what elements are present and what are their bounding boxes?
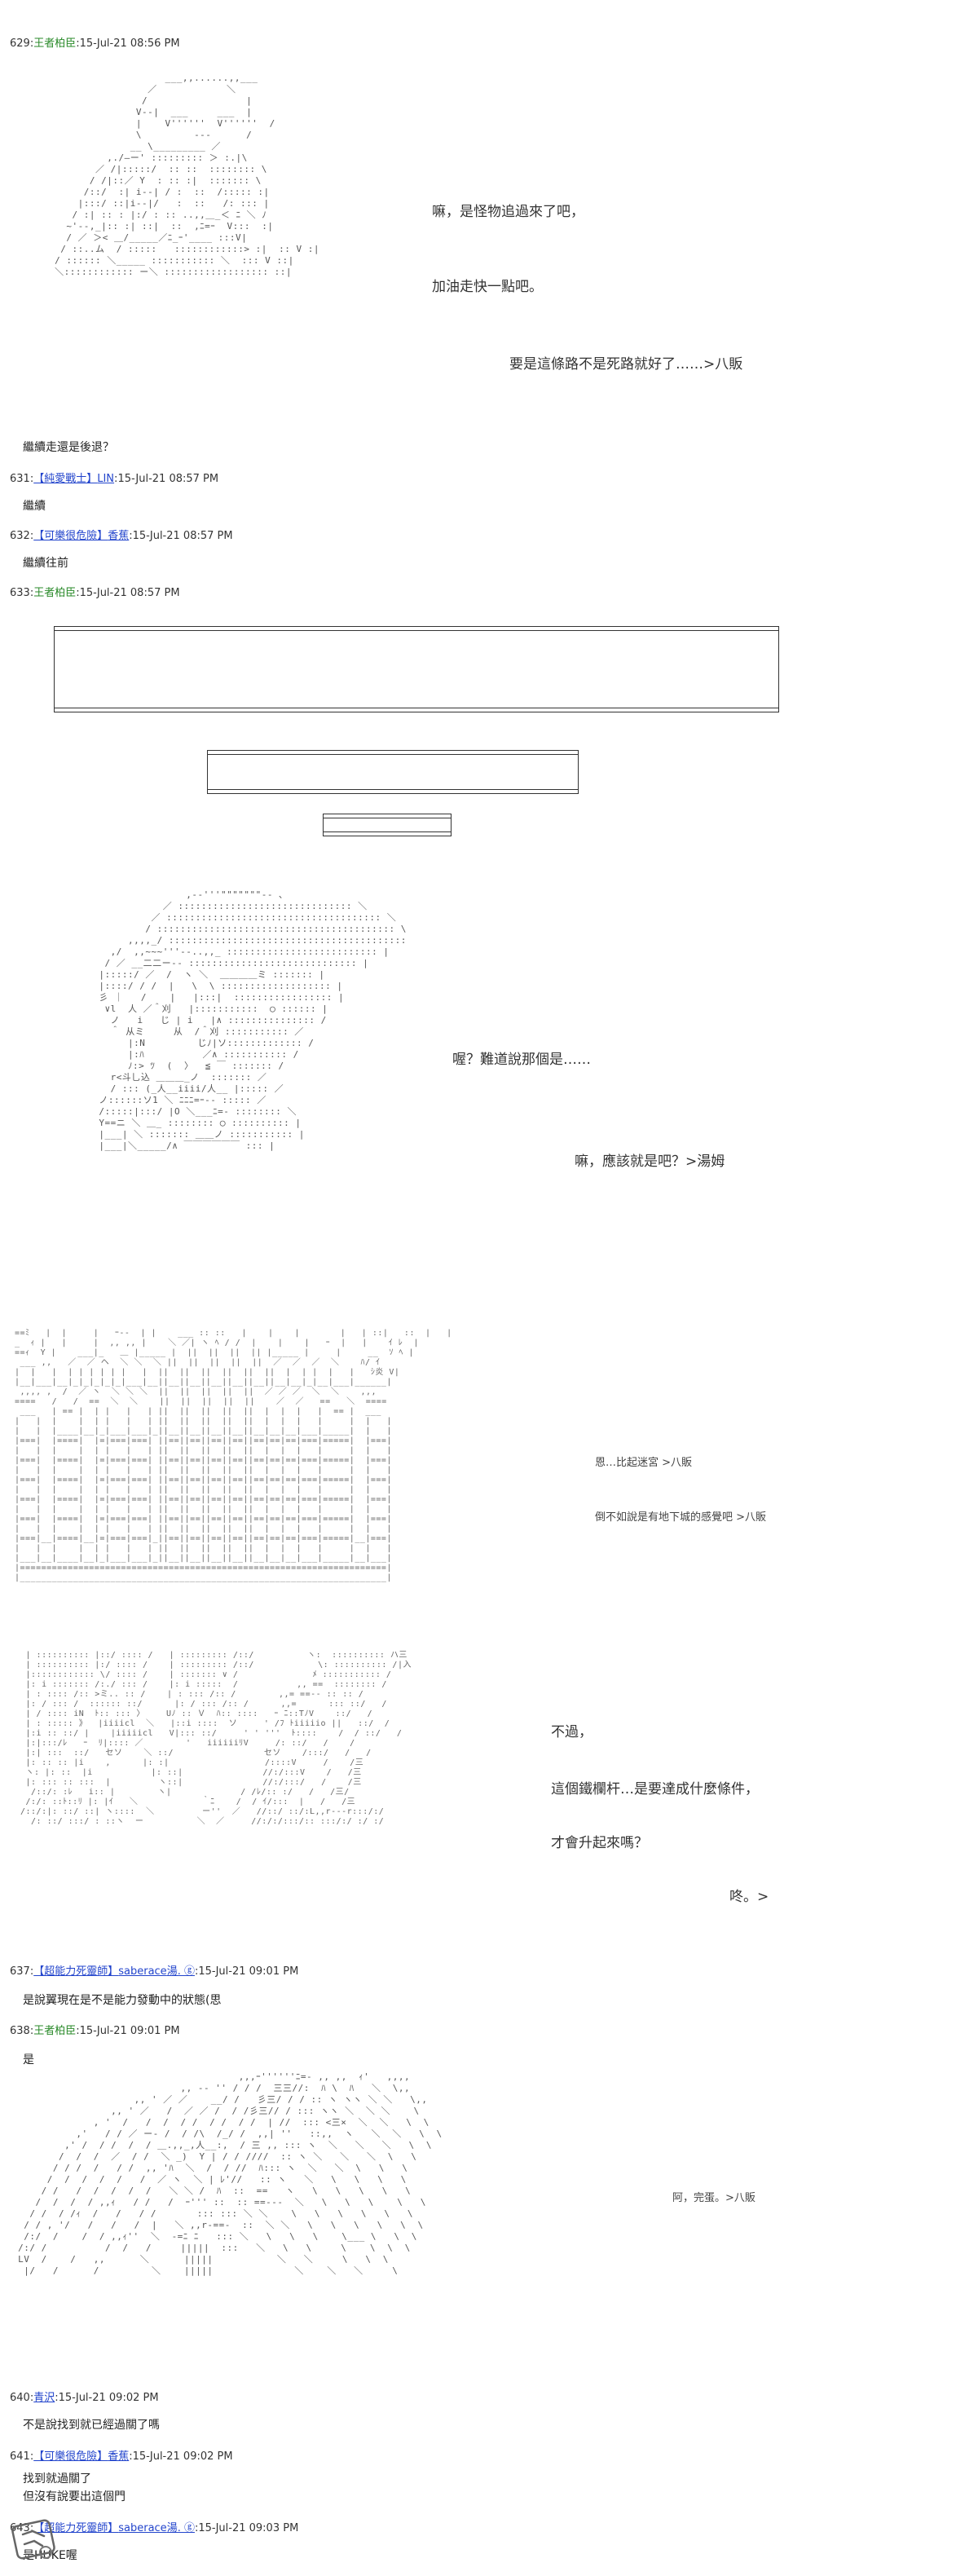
dialogue-line: 恩…比起迷宮 >八販 — [595, 1457, 693, 1469]
post-date: 15-Jul-21 09:02 PM — [58, 2392, 159, 2404]
post-header-643: 643:【超能力死靈師】saberace湯. ⓖ:15-Jul-21 09:03… — [10, 2522, 299, 2534]
dialogue-line: 阿，完蛋。>八販 — [672, 2192, 756, 2204]
dialogue-line: 才會升起來嗎？ — [551, 1835, 648, 1851]
post-number: 629 — [10, 37, 30, 50]
post-number: 632 — [10, 530, 30, 542]
dialogue-line: 要是這條路不是死路就好了……>八販 — [509, 356, 743, 373]
poster-name[interactable]: 王者柏臣 — [33, 37, 77, 50]
poster-name[interactable]: 王者柏臣 — [33, 2025, 77, 2037]
post-number: 640 — [10, 2392, 30, 2404]
post-header-637: 637:【超能力死靈師】saberace湯. ⓖ:15-Jul-21 09:01… — [10, 1965, 299, 1978]
poster-extra[interactable]: 湯. ⓖ — [166, 1965, 195, 1978]
ascii-art-character-in-shadow: ,-‐'''"""""""‐- ､ ／ ::::::::::::::::::::… — [99, 889, 407, 1151]
dialogue-line: 嘛，是怪物追過來了吧， — [432, 204, 584, 220]
poster-tag[interactable]: 【純愛戰士】 — [33, 473, 98, 485]
post-number: 633 — [10, 587, 30, 599]
poster-tag[interactable]: 【超能力死靈師】 — [33, 1965, 119, 1978]
manga-site-logo-icon — [8, 2515, 59, 2565]
dialogue-line: 喔？難道說那個是…… — [452, 1052, 591, 1068]
post-number: 641 — [10, 2450, 30, 2463]
ascii-art-monster-lunge: ,,,ｰ''''''ﾆ=- ,, ,, ｨ' ,,,, ,, -‐ '' / /… — [18, 2071, 443, 2276]
post-date: 15-Jul-21 09:01 PM — [198, 1965, 299, 1978]
post-date: 15-Jul-21 08:57 PM — [117, 473, 219, 485]
reply-text: 不是說找到就已經過關了嗎 — [23, 2419, 160, 2432]
poster-tag[interactable]: 【可樂很危險】 — [33, 530, 108, 542]
poster-tag[interactable]: 【可樂很危險】 — [33, 2450, 108, 2463]
dialogue-line: 咚。> — [729, 1889, 769, 1905]
post-date: 15-Jul-21 08:56 PM — [79, 37, 180, 50]
poster-name[interactable]: saberace — [118, 2522, 167, 2534]
post-number: 631 — [10, 473, 30, 485]
reply-text: 但沒有說要出這個門 — [23, 2490, 126, 2503]
empty-text-box-medium — [207, 750, 579, 794]
post-number: 637 — [10, 1965, 30, 1978]
reply-text: 繼續走還是後退？ — [23, 441, 114, 454]
post-date: 15-Jul-21 09:01 PM — [79, 2025, 180, 2037]
reply-text: 是說翼現在是不是能力發動中的狀態(思 — [23, 1994, 222, 2007]
post-number: 638 — [10, 2025, 30, 2037]
ascii-art-two-characters-split: | :::::::::: |::/ :::: / | ::::::::: /::… — [20, 1651, 412, 1826]
post-date: 15-Jul-21 08:57 PM — [132, 530, 233, 542]
post-header-638: 638:王者柏臣:15-Jul-21 09:01 PM — [10, 2025, 180, 2037]
poster-tag[interactable]: 【超能力死靈師】 — [33, 2522, 119, 2534]
poster-name[interactable]: 香蕉 — [108, 530, 130, 542]
poster-name[interactable]: 王者柏臣 — [33, 587, 77, 599]
dialogue-line: 倒不如說是有地下城的感覺吧 >八販 — [595, 1511, 767, 1524]
post-header-632: 632:【可樂很危險】香蕉:15-Jul-21 08:57 PM — [10, 530, 233, 542]
post-date: 15-Jul-21 09:03 PM — [198, 2522, 299, 2534]
post-header-631: 631:【純愛戰士】LIN:15-Jul-21 08:57 PM — [10, 473, 219, 485]
post-header-641: 641:【可樂很危險】香蕉:15-Jul-21 09:02 PM — [10, 2450, 233, 2463]
poster-name[interactable]: LIN — [97, 473, 115, 485]
ascii-art-iron-bars-gate: ==ﾐ | | | ｰ-- | | ___ :: :: | | | ｀ | | … — [15, 1329, 452, 1582]
dialogue-line: 嘛，應該就是吧？>湯姆 — [575, 1153, 725, 1170]
poster-name[interactable]: 香蕉 — [108, 2450, 130, 2463]
reply-text: 是 — [23, 2053, 34, 2067]
empty-text-box-large — [54, 626, 779, 712]
post-header-640: 640:青沢:15-Jul-21 09:02 PM — [10, 2392, 159, 2404]
poster-name[interactable]: saberace — [118, 1965, 167, 1978]
dialogue-line: 加油走快一點吧。 — [432, 279, 543, 295]
post-header-629: 629:王者柏臣:15-Jul-21 08:56 PM — [10, 37, 180, 50]
dialogue-line: 這個鐵欄杆…是要達成什麼條件， — [551, 1781, 759, 1797]
dialogue-line: 不過， — [551, 1724, 593, 1740]
post-date: 15-Jul-21 08:57 PM — [79, 587, 180, 599]
reply-text: 繼續 — [23, 500, 46, 513]
ascii-art-monster-back: ___,,......,,___ ／ ＼ / | V--| ___ ___ | … — [55, 73, 320, 277]
reply-text: 找到就過關了 — [23, 2472, 91, 2486]
post-header-633: 633:王者柏臣:15-Jul-21 08:57 PM — [10, 587, 180, 599]
poster-name[interactable]: 青沢 — [33, 2392, 55, 2404]
empty-text-box-small — [323, 814, 452, 836]
reply-text: 繼續往前 — [23, 557, 68, 570]
post-date: 15-Jul-21 09:02 PM — [132, 2450, 233, 2463]
poster-extra[interactable]: 湯. ⓖ — [166, 2522, 195, 2534]
